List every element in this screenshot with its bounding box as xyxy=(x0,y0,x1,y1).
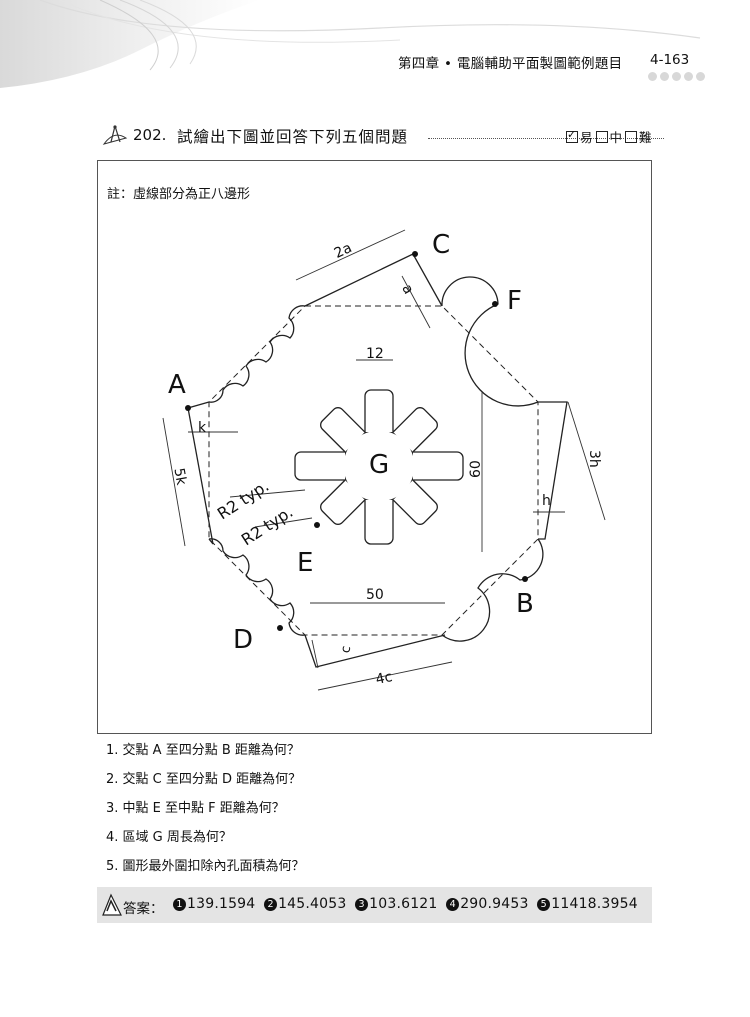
answer-label: 答案： xyxy=(123,901,164,917)
point-a-marker xyxy=(185,405,191,411)
page-dots-decoration xyxy=(648,72,705,81)
question-item-1: 1. 交點 A 至四分點 B 距離為何？ xyxy=(106,743,300,758)
figure-frame xyxy=(97,160,652,734)
gear-teeth xyxy=(294,389,464,545)
point-f-marker xyxy=(492,301,498,307)
header-swoosh-decoration xyxy=(0,0,701,88)
dim-h: h xyxy=(542,493,551,509)
label-d: D xyxy=(233,625,253,655)
dotted-leader xyxy=(428,138,664,139)
point-d-marker xyxy=(277,625,283,631)
dim-r2-typ-2: R2 typ. xyxy=(238,502,296,549)
outer-segment-left xyxy=(187,401,214,545)
technical-drawing: C F A G E B D 2a a 12 60 3h h k 5k R2 ty… xyxy=(162,229,606,691)
difficulty-checkbox-medium xyxy=(595,130,608,143)
question-list: 1. 交點 A 至四分點 B 距離為何？ 2. 交點 C 至四分點 D 距離為何… xyxy=(106,741,305,886)
question-item-3: 3. 中點 E 至中點 F 距離為何？ xyxy=(106,801,285,816)
label-e: E xyxy=(297,548,313,578)
question-header: 202. 試繪出下圖並回答下列五個問題 易 中 難 xyxy=(100,124,664,146)
answer-icon xyxy=(102,893,122,916)
dim-a: a xyxy=(398,282,416,297)
question-item-5: 5. 圖形最外圍扣除內孔面積為何？ xyxy=(106,859,305,874)
dim-k: k xyxy=(198,420,207,436)
page-number: 4-163 xyxy=(650,52,690,68)
question-item-2: 2. 交點 C 至四分點 D 距離為何？ xyxy=(106,772,302,787)
point-c-marker xyxy=(412,251,418,257)
chapter-title: 第四章 • 電腦輔助平面製圖範例題目 xyxy=(398,56,623,72)
wavy-edge-bottom-left xyxy=(208,538,306,636)
point-b-marker xyxy=(522,576,528,582)
answer-number-2: 2 xyxy=(264,898,278,911)
bulge-arc-right-lower xyxy=(441,538,544,642)
answer-value-4: 290.9453 xyxy=(460,896,529,912)
answer-value-2: 145.4053 xyxy=(278,896,347,912)
answer-value-3: 103.6121 xyxy=(369,896,438,912)
answer-number-4: 4 xyxy=(446,898,460,911)
dim-12: 12 xyxy=(366,346,384,362)
wavy-edge-top-left xyxy=(208,305,306,403)
difficulty-label-easy: 易 xyxy=(580,130,593,145)
difficulty-label-hard: 難 xyxy=(639,130,652,145)
outer-segment-bottom xyxy=(304,634,446,668)
point-e-marker xyxy=(314,522,320,528)
dim-c: c xyxy=(338,645,354,655)
answer-number-3: 3 xyxy=(355,898,369,911)
dim-4c: 4c xyxy=(374,669,394,688)
dim-50: 50 xyxy=(366,587,384,603)
label-c: C xyxy=(432,230,450,260)
label-g: G xyxy=(369,450,389,480)
bulge-arc-f xyxy=(441,276,539,407)
dim-5k: 5k xyxy=(170,467,189,487)
dim-2a: 2a xyxy=(332,240,355,262)
dim-3h: 3h xyxy=(586,450,602,468)
answer-value-1: 139.1594 xyxy=(187,896,256,912)
outer-segment-right xyxy=(538,401,568,540)
label-a: A xyxy=(168,370,186,400)
question-title: 試繪出下圖並回答下列五個問題 xyxy=(177,128,409,146)
drafting-compass-icon xyxy=(102,125,128,145)
label-b: B xyxy=(516,589,534,619)
question-number: 202. xyxy=(133,126,167,144)
answer-number-5: 5 xyxy=(537,898,551,911)
difficulty-rating: 易 中 難 xyxy=(566,127,652,146)
answer-number-1: 1 xyxy=(173,898,186,911)
label-f: F xyxy=(507,286,522,316)
difficulty-checkbox-hard xyxy=(625,130,638,143)
question-item-4: 4. 區域 G 周長為何？ xyxy=(106,830,232,845)
answer-value-5: 11418.3954 xyxy=(551,896,638,912)
figure-note: 註：虛線部分為正八邊形 xyxy=(107,187,251,202)
difficulty-checkbox-easy xyxy=(566,128,578,143)
difficulty-label-medium: 中 xyxy=(609,130,623,145)
outer-segment-top xyxy=(304,253,443,307)
dim-60: 60 xyxy=(468,460,484,478)
